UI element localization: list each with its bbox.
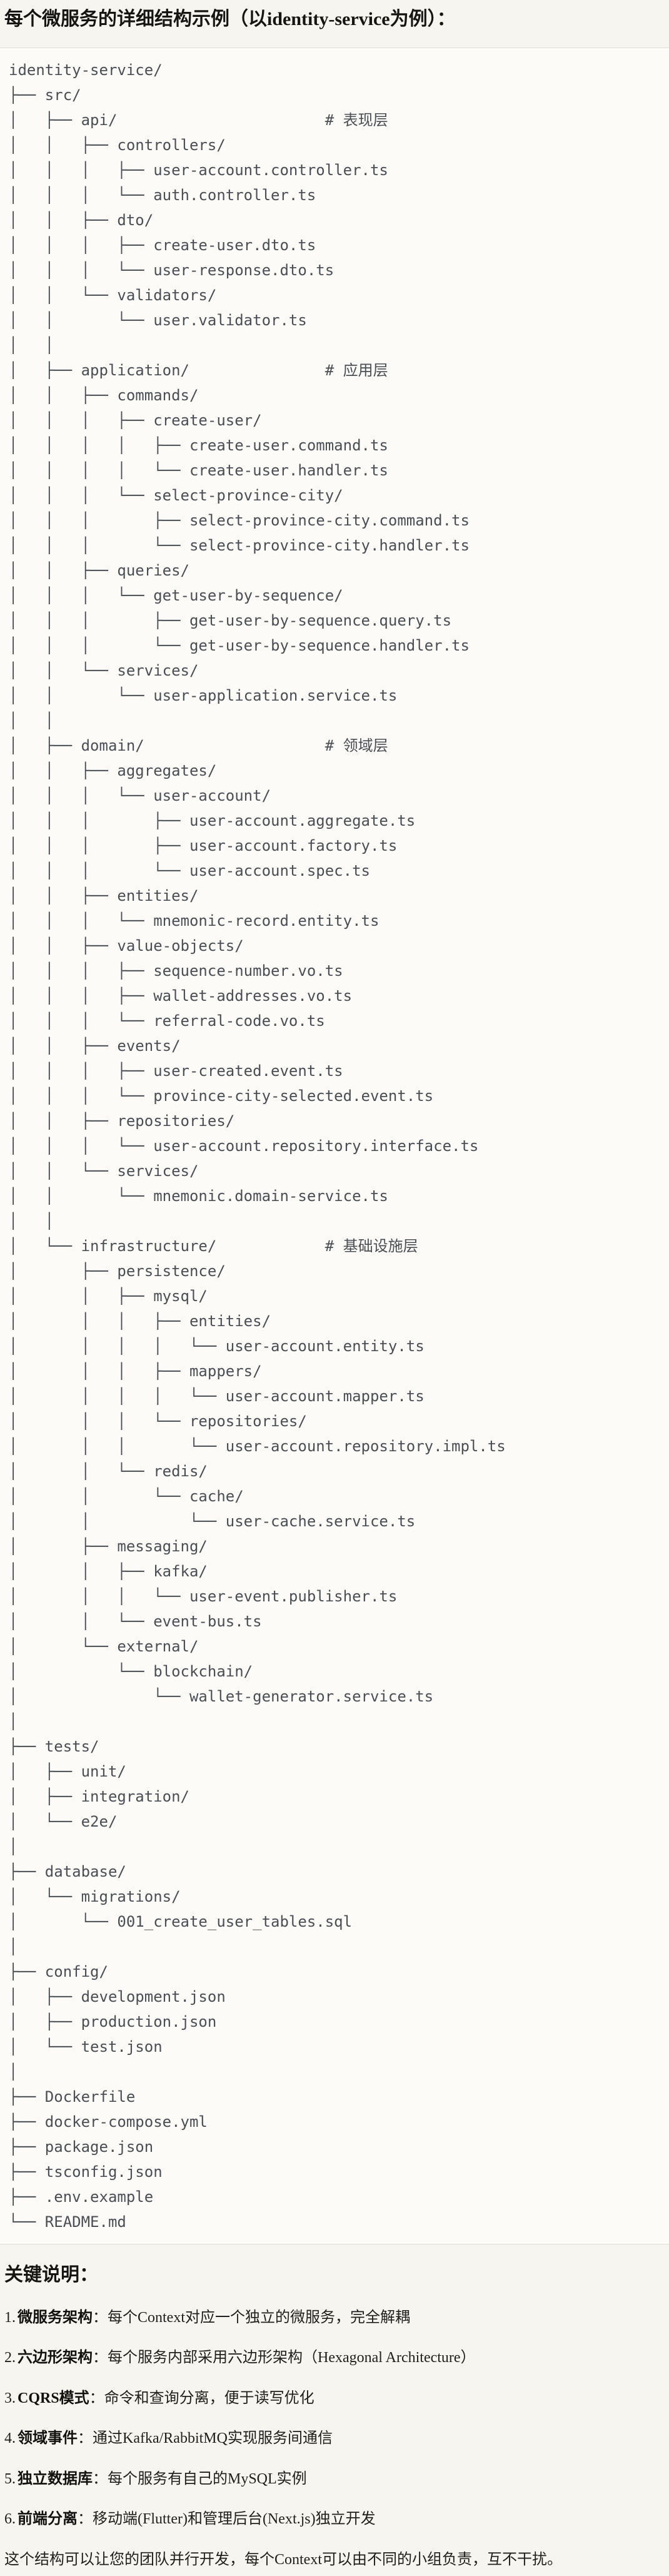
- directory-tree-block: identity-service/ ├── src/ │ ├── api/ # …: [0, 47, 669, 2244]
- directory-tree-code: identity-service/ ├── src/ │ ├── api/ # …: [9, 61, 506, 2231]
- note-text: ：每个服务有自己的MySQL实例: [93, 2470, 307, 2487]
- note-item: 1.微服务架构：每个Context对应一个独立的微服务，完全解耦: [4, 2308, 665, 2329]
- page-title: 每个微服务的详细结构示例（以identity-service为例）：: [4, 9, 456, 29]
- note-item: 6.前端分离：移动端(Flutter)和管理后台(Next.js)独立开发: [4, 2509, 665, 2530]
- notes-list: 1.微服务架构：每个Context对应一个独立的微服务，完全解耦 2.六边形架构…: [0, 2308, 669, 2531]
- note-term: 微服务架构: [18, 2309, 93, 2326]
- note-number: 3.: [4, 2390, 16, 2406]
- note-item: 2.六边形架构：每个服务内部采用六边形架构（Hexagonal Architec…: [4, 2348, 665, 2369]
- note-text: ：每个Context对应一个独立的微服务，完全解耦: [93, 2309, 410, 2326]
- note-item: 3.CQRS模式：命令和查询分离，便于读写优化: [4, 2388, 665, 2410]
- note-number: 4.: [4, 2430, 16, 2447]
- note-text: ：每个服务内部采用六边形架构（Hexagonal Architecture）: [93, 2350, 476, 2366]
- note-text: ：命令和查询分离，便于读写优化: [89, 2390, 314, 2406]
- note-term: 领域事件: [18, 2430, 78, 2447]
- note-number: 5.: [4, 2470, 16, 2487]
- note-number: 6.: [4, 2511, 16, 2528]
- note-term: 六边形架构: [18, 2350, 93, 2366]
- note-term: CQRS模式: [18, 2390, 89, 2406]
- note-number: 1.: [4, 2309, 16, 2326]
- note-term: 前端分离: [18, 2511, 78, 2528]
- note-item: 5.独立数据库：每个服务有自己的MySQL实例: [4, 2469, 665, 2490]
- note-text: ：移动端(Flutter)和管理后台(Next.js)独立开发: [78, 2511, 376, 2528]
- note-number: 2.: [4, 2350, 16, 2366]
- note-text: ：通过Kafka/RabbitMQ实现服务间通信: [78, 2430, 333, 2447]
- note-item: 4.领域事件：通过Kafka/RabbitMQ实现服务间通信: [4, 2428, 665, 2450]
- note-term: 独立数据库: [18, 2470, 93, 2487]
- closing-paragraph: 这个结构可以让您的团队并行开发，每个Context可以由不同的小组负责，互不干扰…: [4, 2552, 562, 2568]
- notes-heading: 关键说明：: [4, 2264, 98, 2285]
